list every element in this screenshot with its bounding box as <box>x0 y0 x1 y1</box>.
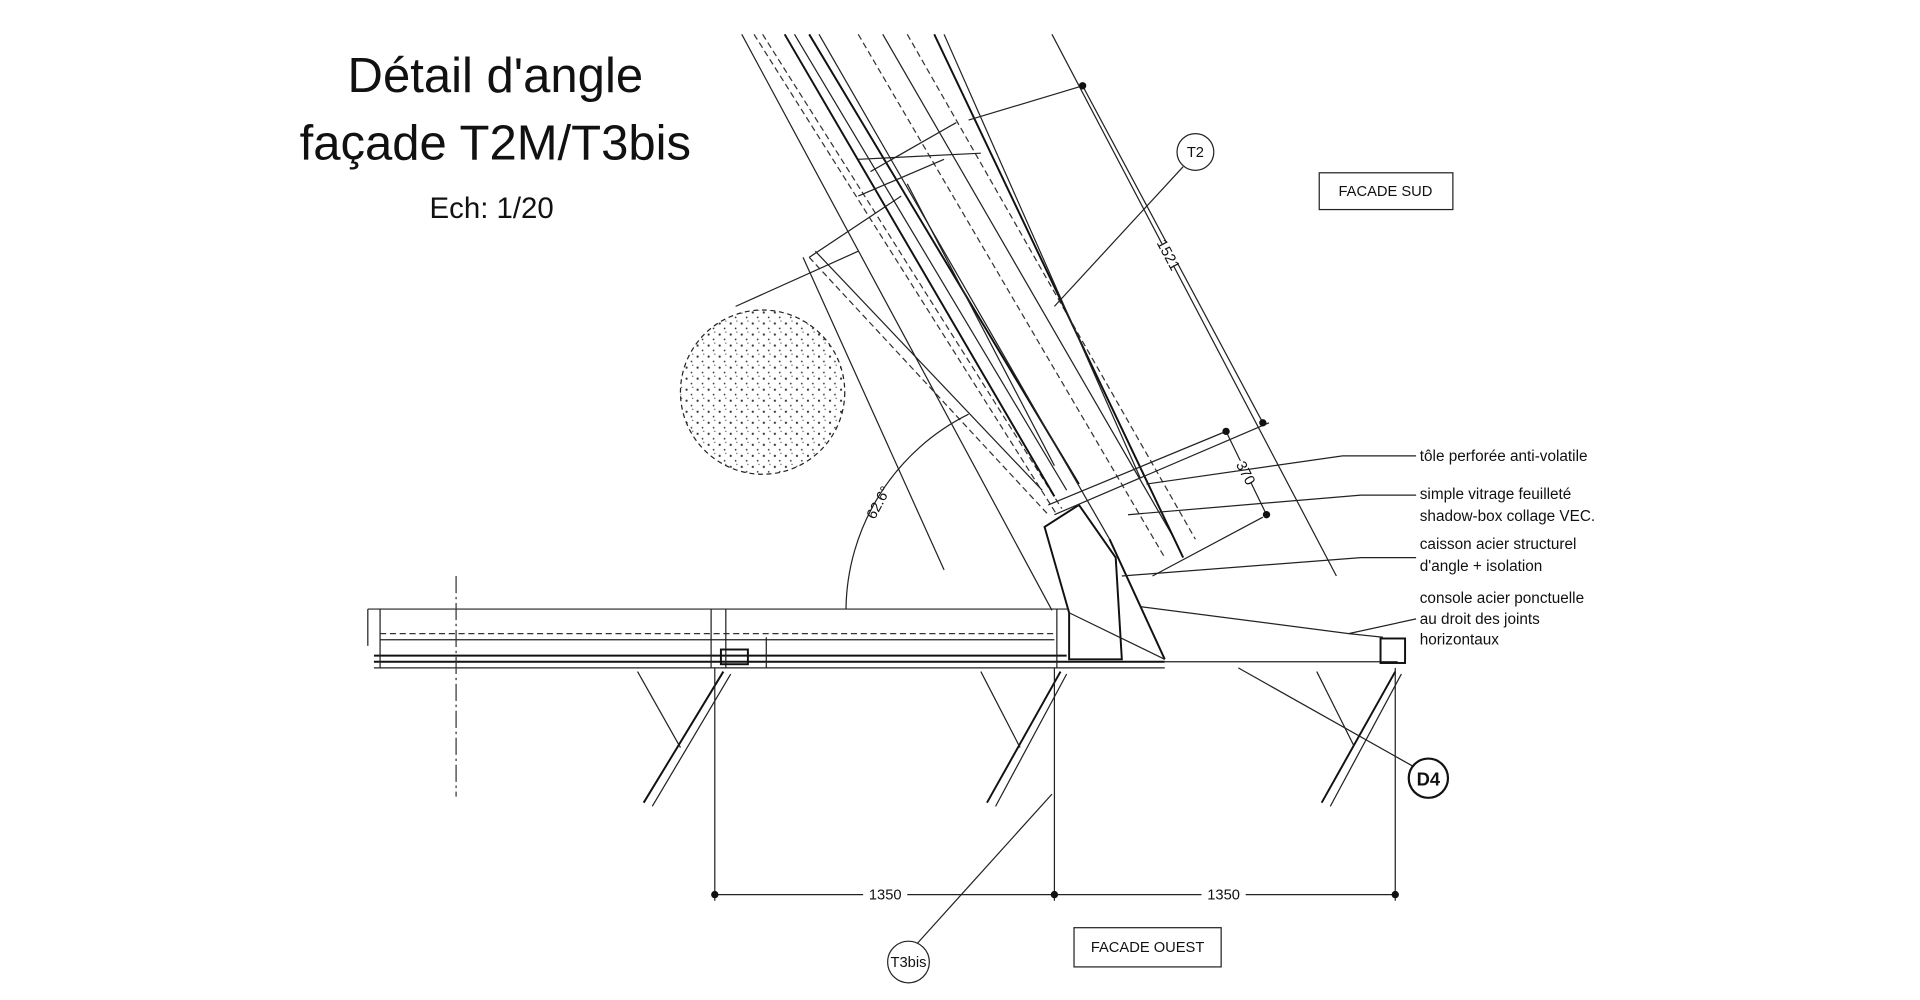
annotation-text: d'angle + isolation <box>1420 558 1543 575</box>
annotation-1: tôle perforée anti-volatile <box>1420 448 1588 465</box>
annotation-text: console acier ponctuelle <box>1420 590 1584 607</box>
dim-1350-right: 1350 <box>1207 888 1240 904</box>
facade-sud-label: FACADE SUD <box>1339 184 1433 200</box>
tag-d4-circle <box>1407 757 1450 799</box>
annotation-3: caisson acier structurel d'angle + isola… <box>1420 536 1577 575</box>
angle-label: 62.6° <box>864 484 894 522</box>
facade-ouest-label: FACADE OUEST <box>1091 940 1204 956</box>
annotation-text: simple vitrage feuilleté <box>1420 486 1572 503</box>
tag-t2: T2 <box>1187 145 1204 161</box>
annotation-4: console acier ponctuelle au droit des jo… <box>1420 590 1584 649</box>
facade-ouest-box <box>1073 927 1222 968</box>
annotation-text: tôle perforée anti-volatile <box>1420 448 1588 465</box>
scale-label: Ech: 1/20 <box>430 192 554 225</box>
tag-d4: D4 <box>1417 769 1441 790</box>
title-line-1: Détail d'angle <box>348 49 644 103</box>
concrete-section-circle <box>679 309 846 475</box>
angle-arc <box>845 413 969 610</box>
title-line-2: façade T2M/T3bis <box>300 116 692 170</box>
dim-1350-left: 1350 <box>869 888 902 904</box>
inclined-facade <box>735 33 1270 661</box>
annotation-text: horizontaux <box>1420 632 1500 649</box>
tag-t2-circle <box>1176 132 1215 171</box>
console-box <box>1379 637 1407 664</box>
annotation-text: au droit des joints <box>1420 611 1540 628</box>
facade-sud-box <box>1318 172 1454 211</box>
annotation-text: caisson acier structurel <box>1420 536 1577 553</box>
tag-t3bis: T3bis <box>891 955 927 971</box>
annotation-text: shadow-box collage VEC. <box>1420 508 1595 525</box>
horizontal-facade <box>367 575 1407 807</box>
tag-t3bis-circle <box>887 940 930 984</box>
annotation-2: simple vitrage feuilleté shadow-box coll… <box>1420 486 1595 525</box>
annotation-leaders <box>1121 455 1417 638</box>
